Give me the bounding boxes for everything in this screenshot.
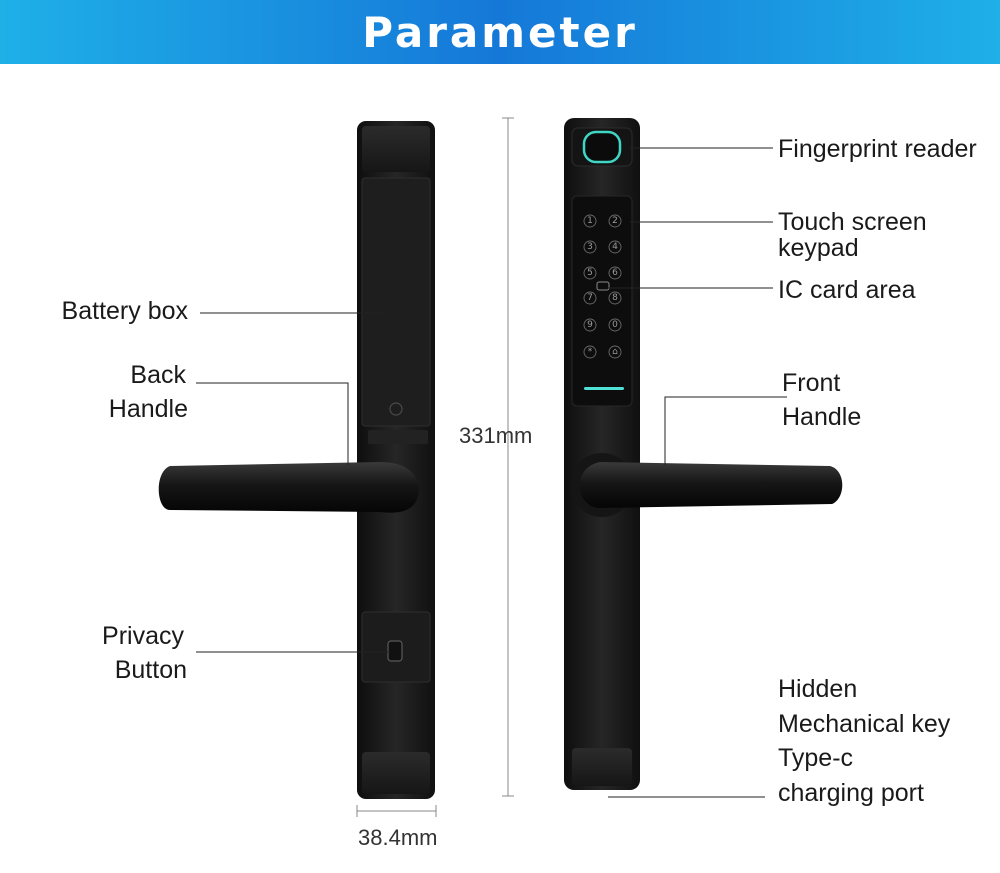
dimension-lines [356,117,514,817]
keypad-key: 4 [612,242,618,252]
back-bottom-cap [362,752,430,794]
front-handle [579,462,843,508]
label-touch-1: Touch screen [778,208,927,236]
label-privacy-1: Privacy [102,622,184,650]
keypad-key: * [588,347,593,357]
label-fingerprint: Fingerprint reader [778,135,977,163]
keypad-key: 0 [612,320,618,330]
keypad-key: 6 [612,268,618,278]
battery-box [361,177,431,427]
label-hidden-1: Hidden [778,675,858,703]
dimension-height: 331mm [459,423,533,448]
front-lock: 1 2 3 4 5 6 7 8 9 0 * ⌂ [564,118,843,790]
ic-card-icon [596,281,610,291]
label-hidden-2: Mechanical key [778,710,951,738]
back-handle [158,462,419,513]
keypad-key: 5 [587,268,593,278]
privacy-button [387,640,403,662]
front-bottom-cap [572,748,632,786]
keypad-key: 7 [587,293,593,303]
label-hidden-3: Type-c [778,744,854,772]
touch-keypad [571,195,633,407]
page-title: Parameter [362,7,638,57]
keypad-key: 8 [612,293,618,303]
label-back-handle-2: Handle [108,395,188,423]
label-front-handle-2: Handle [782,403,862,431]
fingerprint-icon [582,130,622,164]
keypad-key: 1 [587,216,593,226]
status-indicator [584,387,624,390]
label-privacy-2: Button [114,656,187,684]
header-banner: Parameter [0,0,1000,64]
dimension-width: 38.4mm [358,825,438,850]
label-back-handle-1: Back [130,361,186,389]
label-touch-2: keypad [778,234,859,262]
keypad-keys: 1 2 3 4 5 6 7 8 9 0 * ⌂ [583,214,622,359]
back-top-cap [362,126,430,172]
back-handle-mount [368,430,428,444]
label-hidden-4: charging port [778,779,924,807]
keypad-key: 9 [587,320,593,330]
keypad-key: 2 [612,216,618,226]
keypad-key: ⌂ [612,347,618,357]
back-lock [158,121,435,799]
label-battery-box: Battery box [61,297,188,325]
back-screw-icon [389,402,403,416]
keypad-key: 3 [587,242,593,252]
label-ic-card: IC card area [778,276,916,304]
label-front-handle-1: Front [782,369,841,397]
leader-lines [196,147,787,798]
